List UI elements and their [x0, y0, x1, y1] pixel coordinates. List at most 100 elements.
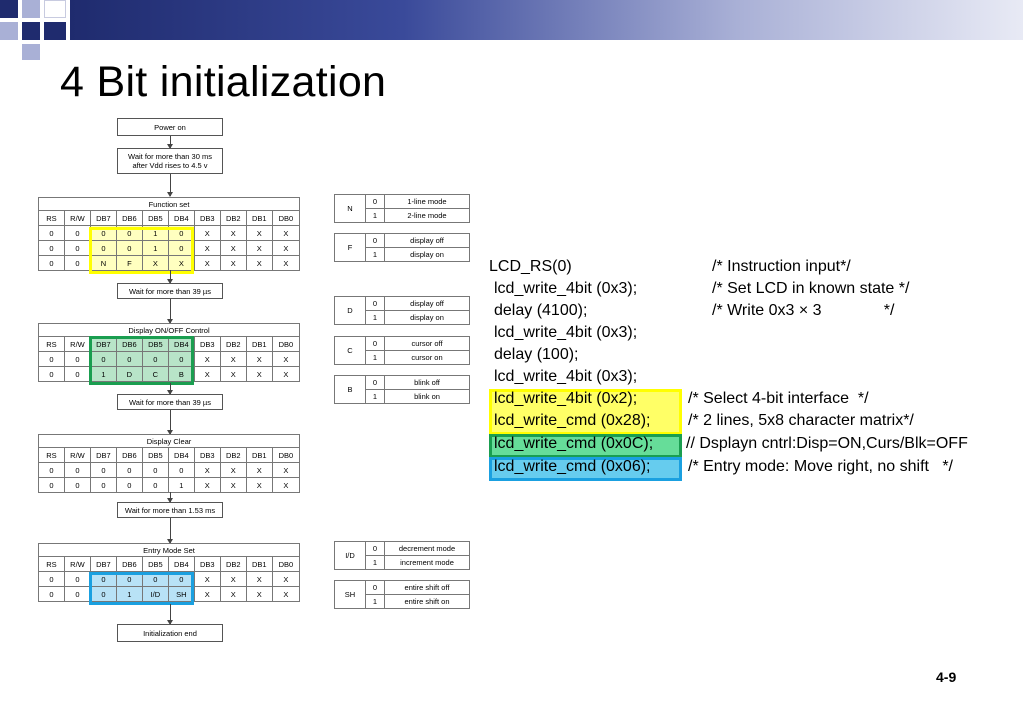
table-cell: X: [271, 462, 301, 478]
table-cell: 0: [63, 366, 91, 382]
table-cell: 0: [89, 477, 117, 493]
table-cell: 0: [141, 351, 169, 367]
setting-bit: 0: [365, 541, 385, 556]
code-comment-9: // Dsplayn cntrl:Disp=ON,Curs/Blk=OFF: [686, 435, 968, 452]
code-line-8: lcd_write_cmd (0x28);: [494, 412, 651, 429]
setting-var: B: [334, 375, 366, 404]
table-cell: 0: [38, 462, 65, 478]
flow-arrow: [167, 410, 173, 435]
setting-bit: 0: [365, 194, 385, 209]
table-cell: X: [219, 240, 247, 256]
setting-bit: 1: [365, 555, 385, 570]
table-cell: 0: [167, 571, 195, 587]
table-cell: X: [271, 571, 301, 587]
code-comment-1: /* Instruction input*/: [712, 258, 851, 275]
wait-30ms-line2: after Vdd rises to 4.5 v: [132, 161, 208, 170]
column-header: DB3: [193, 210, 221, 226]
setting-var: F: [334, 233, 366, 262]
code-highlight-cyan: [489, 457, 682, 481]
table-cell: 1: [89, 366, 117, 382]
power-on-box: Power on: [117, 118, 223, 136]
table-cell: 0: [115, 462, 143, 478]
display-control-title: Display ON/OFF Control: [38, 323, 300, 337]
setting-desc: blink off: [384, 375, 470, 390]
code-comment-3: /* Write 0x3 × 3 */: [712, 302, 895, 319]
code-line-3: delay (4100);: [494, 302, 588, 319]
setting-bit: 0: [365, 375, 385, 390]
code-line-4: lcd_write_4bit (0x3);: [494, 324, 638, 341]
table-cell: SH: [167, 586, 195, 602]
flow-arrow: [167, 174, 173, 197]
wait-39us-box-1: Wait for more than 39 µs: [117, 283, 223, 299]
setting-bit: 0: [365, 336, 385, 351]
table-cell: 1: [115, 586, 143, 602]
column-header: DB1: [245, 336, 273, 352]
table-cell: C: [141, 366, 169, 382]
setting-bit: 1: [365, 594, 385, 609]
wait-1.53ms-box: Wait for more than 1.53 ms: [117, 502, 223, 518]
column-header: DB6: [115, 447, 143, 463]
decor-square-2: [22, 0, 40, 18]
setting-desc: display off: [384, 296, 470, 311]
column-header: RS: [38, 210, 65, 226]
table-cell: X: [219, 462, 247, 478]
highlight-yellow-function-set: [89, 227, 194, 274]
column-header: R/W: [63, 336, 91, 352]
column-header: DB1: [245, 556, 273, 572]
code-comment-7: /* Select 4-bit interface */: [688, 390, 869, 407]
setting-bit: 1: [365, 208, 385, 223]
initialization-end-box: Initialization end: [117, 624, 223, 642]
column-header: DB2: [219, 447, 247, 463]
table-cell: X: [219, 477, 247, 493]
flow-arrow: [167, 299, 173, 324]
decor-square-6: [44, 22, 66, 40]
column-header: DB6: [115, 556, 143, 572]
table-cell: X: [245, 351, 273, 367]
column-header: DB0: [271, 210, 301, 226]
table-cell: 0: [38, 571, 65, 587]
table-cell: B: [167, 366, 195, 382]
wait-39us-box-2: Wait for more than 39 µs: [117, 394, 223, 410]
table-cell: 0: [89, 240, 117, 256]
table-cell: X: [193, 240, 221, 256]
table-cell: X: [245, 462, 273, 478]
setting-bit: 1: [365, 350, 385, 365]
column-header: R/W: [63, 556, 91, 572]
table-cell: 0: [38, 366, 65, 382]
column-header: DB0: [271, 447, 301, 463]
function-set-title: Function set: [38, 197, 300, 211]
table-cell: N: [89, 255, 117, 271]
table-cell: 0: [63, 351, 91, 367]
table-cell: 0: [63, 477, 91, 493]
column-header: DB5: [141, 447, 169, 463]
table-cell: X: [193, 366, 221, 382]
table-cell: X: [271, 366, 301, 382]
page-title: 4 Bit initialization: [60, 58, 387, 106]
table-cell: 0: [63, 225, 91, 241]
code-comment-2: /* Set LCD in known state */: [712, 280, 910, 297]
setting-desc: entire shift off: [384, 580, 470, 595]
table-cell: 0: [63, 462, 91, 478]
column-header: DB0: [271, 556, 301, 572]
column-header: DB1: [245, 210, 273, 226]
table-cell: X: [245, 586, 273, 602]
column-header: DB6: [115, 210, 143, 226]
code-line-10: lcd_write_cmd (0x06);: [494, 458, 651, 475]
decor-square-5: [22, 22, 40, 40]
column-header: R/W: [63, 447, 91, 463]
flow-arrow: [167, 383, 173, 395]
flow-arrow: [167, 270, 173, 284]
table-cell: X: [193, 477, 221, 493]
setting-bit: 1: [365, 310, 385, 325]
column-header: DB1: [245, 447, 273, 463]
